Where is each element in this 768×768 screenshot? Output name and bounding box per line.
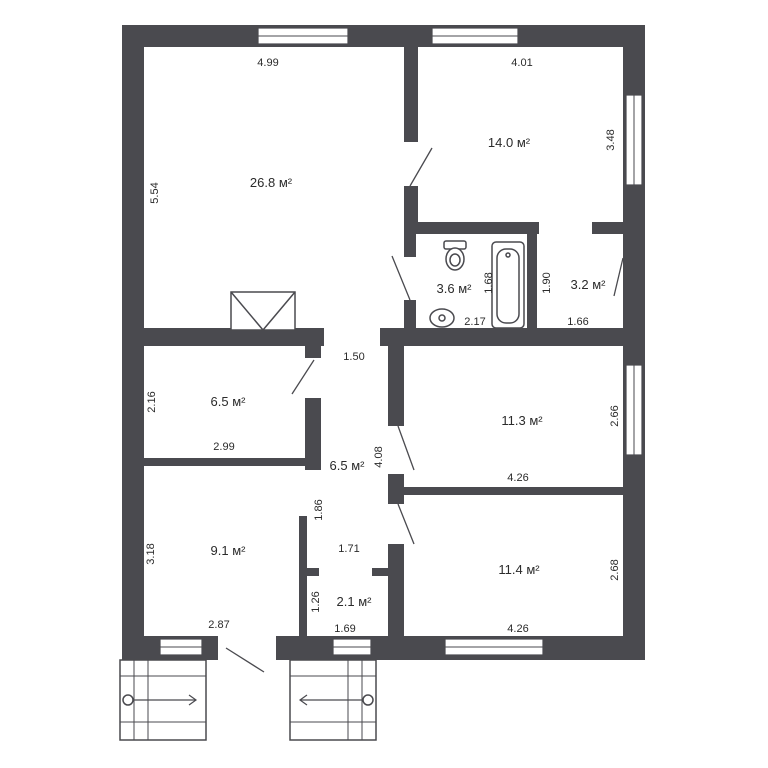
bathtub-icon <box>491 241 525 329</box>
dimension-labels: 4.99 4.01 5.54 3.48 1.68 1.90 2.17 1.66 … <box>145 57 621 635</box>
window-icon <box>332 638 372 656</box>
dimension-label: 2.66 <box>609 405 621 426</box>
wall-v-corridor-right-mid <box>388 474 404 504</box>
wall-v-living-right-lower <box>404 186 418 231</box>
door-swing-icon <box>397 503 415 545</box>
window-icon <box>159 638 203 656</box>
door-swing-icon <box>225 647 265 673</box>
wall-h-bath-bottom <box>380 328 623 346</box>
dimension-label: 1.50 <box>343 351 364 363</box>
wall-v-bath-right <box>527 231 537 330</box>
toilet-icon <box>443 240 467 271</box>
area-label: 3.6 м² <box>437 281 473 296</box>
wall-v-small-room-right <box>305 398 321 470</box>
dimension-label: 4.08 <box>373 446 385 467</box>
dimension-label: 2.17 <box>464 316 485 328</box>
door-swing-icon <box>291 359 315 395</box>
doors <box>218 142 624 673</box>
wall-v-living-right-upper <box>404 47 418 142</box>
porch-right <box>289 659 377 741</box>
area-label: 6.5 м² <box>211 394 247 409</box>
dimension-label: 1.68 <box>483 272 495 293</box>
wall-h-bedroom-split <box>404 487 623 495</box>
wall-v-small-room-top <box>305 346 321 358</box>
stair-arrow-icon <box>122 694 198 706</box>
dimension-label: 1.66 <box>567 316 588 328</box>
window-icon <box>431 27 519 45</box>
wall-h-wc-top-right <box>372 568 392 576</box>
dimension-label: 2.99 <box>213 441 234 453</box>
door-swing-icon <box>613 257 624 297</box>
wall-top <box>122 25 645 47</box>
dimension-label: 4.99 <box>257 57 278 69</box>
dimension-label: 4.01 <box>511 57 532 69</box>
dimension-label: 3.48 <box>605 129 617 150</box>
area-label: 3.2 м² <box>571 277 607 292</box>
wall-h-wc-top-left <box>299 568 319 576</box>
dimension-label: 5.54 <box>149 182 161 203</box>
dimension-label: 4.26 <box>507 623 528 635</box>
sink-icon <box>429 308 455 328</box>
window-icon <box>625 364 643 456</box>
dimension-label: 1.26 <box>310 591 322 612</box>
wall-v-corridor-right-lower <box>388 544 404 638</box>
dimension-label: 2.87 <box>208 619 229 631</box>
dimension-label: 1.90 <box>541 272 553 293</box>
fixtures <box>230 240 525 331</box>
door-swing-icon <box>409 147 433 187</box>
area-label: 2.1 м² <box>337 594 373 609</box>
stair-arrow-icon <box>298 694 374 706</box>
fireplace-icon <box>230 291 296 331</box>
area-label: 11.3 м² <box>501 413 543 428</box>
dimension-label: 1.69 <box>334 623 355 635</box>
area-label: 6.5 м² <box>330 458 366 473</box>
area-labels: 26.8 м² 14.0 м² 3.6 м² 3.2 м² 6.5 м² 11.… <box>211 135 607 609</box>
dimension-label: 2.68 <box>609 559 621 580</box>
window-icon <box>257 27 349 45</box>
wall-v-corridor-right-upper <box>388 346 404 426</box>
door-swing-icon <box>391 255 411 301</box>
dimension-label: 1.71 <box>338 543 359 555</box>
area-label: 26.8 м² <box>250 175 293 190</box>
window-icon <box>625 94 643 186</box>
window-icon <box>444 638 544 656</box>
dimension-label: 1.86 <box>313 499 325 520</box>
wall-h-bath-top <box>404 222 539 234</box>
wall-h-hall-top <box>592 222 623 234</box>
porch-left <box>119 659 207 741</box>
area-label: 9.1 м² <box>211 543 247 558</box>
windows <box>159 27 643 656</box>
area-label: 11.4 м² <box>498 562 540 577</box>
dimension-label: 3.18 <box>145 543 157 564</box>
wall-left <box>122 25 144 660</box>
area-label: 14.0 м² <box>488 135 531 150</box>
wall-v-bath-left-upper <box>404 231 416 257</box>
wall-v-bath-left-lower <box>404 300 416 330</box>
dimension-label: 2.16 <box>146 391 158 412</box>
dimension-label: 4.26 <box>507 472 528 484</box>
wall-h-small-room-bottom <box>144 458 309 466</box>
wall-bottom <box>122 636 645 660</box>
door-swing-icon <box>397 425 415 471</box>
interior-walls <box>144 47 623 638</box>
wall-h-living-bottom <box>144 328 324 346</box>
